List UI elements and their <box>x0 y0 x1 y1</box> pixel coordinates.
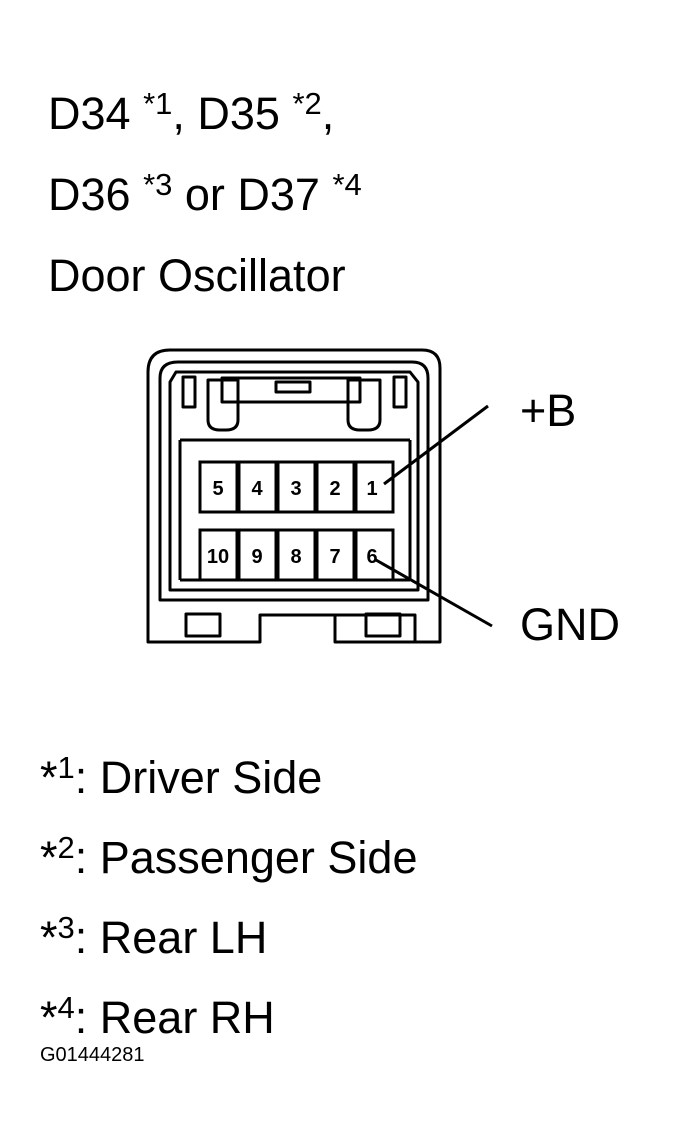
legend-mark: * <box>40 992 58 1043</box>
connector-housing-rim <box>168 370 420 592</box>
figure-code: G01444281 <box>40 1044 145 1066</box>
pin-label: 1 <box>366 478 377 500</box>
legend-sup: 2 <box>57 830 75 865</box>
title-line-2: D36 *3 or D37 *4 <box>48 157 362 238</box>
pin-label: 2 <box>329 478 340 500</box>
title-part: , D35 <box>172 88 293 139</box>
connector-foot-left <box>184 612 222 638</box>
title-part: , <box>321 88 335 139</box>
footnote-mark: *4 <box>332 167 362 202</box>
legend-mark: * <box>40 832 58 883</box>
legend-text: : Passenger Side <box>74 832 418 883</box>
title-part: D36 <box>48 169 144 220</box>
legend-sup: 3 <box>57 910 75 945</box>
pin-label: 5 <box>212 478 223 500</box>
legend-sup: 1 <box>57 750 75 785</box>
footnote-mark: *2 <box>292 86 322 121</box>
pin-label: 9 <box>251 546 262 568</box>
title-line-1: D34 *1, D35 *2, <box>48 76 362 157</box>
footnote-mark: *1 <box>143 86 173 121</box>
connector-latch <box>220 376 362 404</box>
legend-row: *2: Passenger Side <box>40 820 417 900</box>
pin-cavity-5 <box>198 460 239 514</box>
pin-cavity-4 <box>237 460 278 514</box>
leader-line-gnd <box>375 558 493 628</box>
diagram-title: D34 *1, D35 *2, D36 *3 or D37 *4 Door Os… <box>48 76 362 314</box>
title-part: D34 <box>48 88 144 139</box>
pin-label: 4 <box>251 478 263 500</box>
connector-slot-left <box>181 375 197 409</box>
legend-row: *4: Rear RH <box>40 980 417 1060</box>
pin-cavity-6 <box>354 528 395 582</box>
pin-cavity-8 <box>276 528 317 582</box>
pin-cavity-10 <box>198 528 239 582</box>
legend-mark: * <box>40 912 58 963</box>
callout-plus-b: +B <box>520 385 577 436</box>
legend-row: *3: Rear LH <box>40 900 417 980</box>
pin-cavity-1 <box>354 460 395 514</box>
legend-row: *1: Driver Side <box>40 740 417 820</box>
legend-text: : Rear RH <box>74 992 275 1043</box>
leader-line-b <box>383 404 489 486</box>
connector-key-left <box>206 378 240 432</box>
legend-text: : Rear LH <box>74 912 268 963</box>
legend-mark: * <box>40 752 58 803</box>
pin-cavity-3 <box>276 460 317 514</box>
pin-label: 7 <box>329 546 340 568</box>
title-line-3: Door Oscillator <box>48 250 346 301</box>
connector-key-right <box>346 378 382 432</box>
pin-label: 3 <box>290 478 301 500</box>
pin-cavity-9 <box>237 528 278 582</box>
connector-housing-outer <box>146 348 442 644</box>
pin-label: 8 <box>290 546 301 568</box>
connector-slot-right <box>392 375 408 409</box>
pin-cavity-2 <box>315 460 356 514</box>
title-part: or D37 <box>172 169 333 220</box>
pin-cavity-7 <box>315 528 356 582</box>
legend-text: : Driver Side <box>74 752 323 803</box>
footnote-legend: *1: Driver Side *2: Passenger Side *3: R… <box>40 740 417 1060</box>
footnote-mark: *3 <box>143 167 173 202</box>
connector-foot-notch <box>333 615 415 644</box>
connector-housing-inner <box>158 360 430 602</box>
connector-foot-right <box>364 612 402 638</box>
callout-gnd: GND <box>520 599 620 650</box>
legend-sup: 4 <box>57 990 75 1025</box>
pin-label: 10 <box>207 546 229 568</box>
connector-latch-tab <box>274 380 312 394</box>
pin-label: 6 <box>366 546 377 568</box>
